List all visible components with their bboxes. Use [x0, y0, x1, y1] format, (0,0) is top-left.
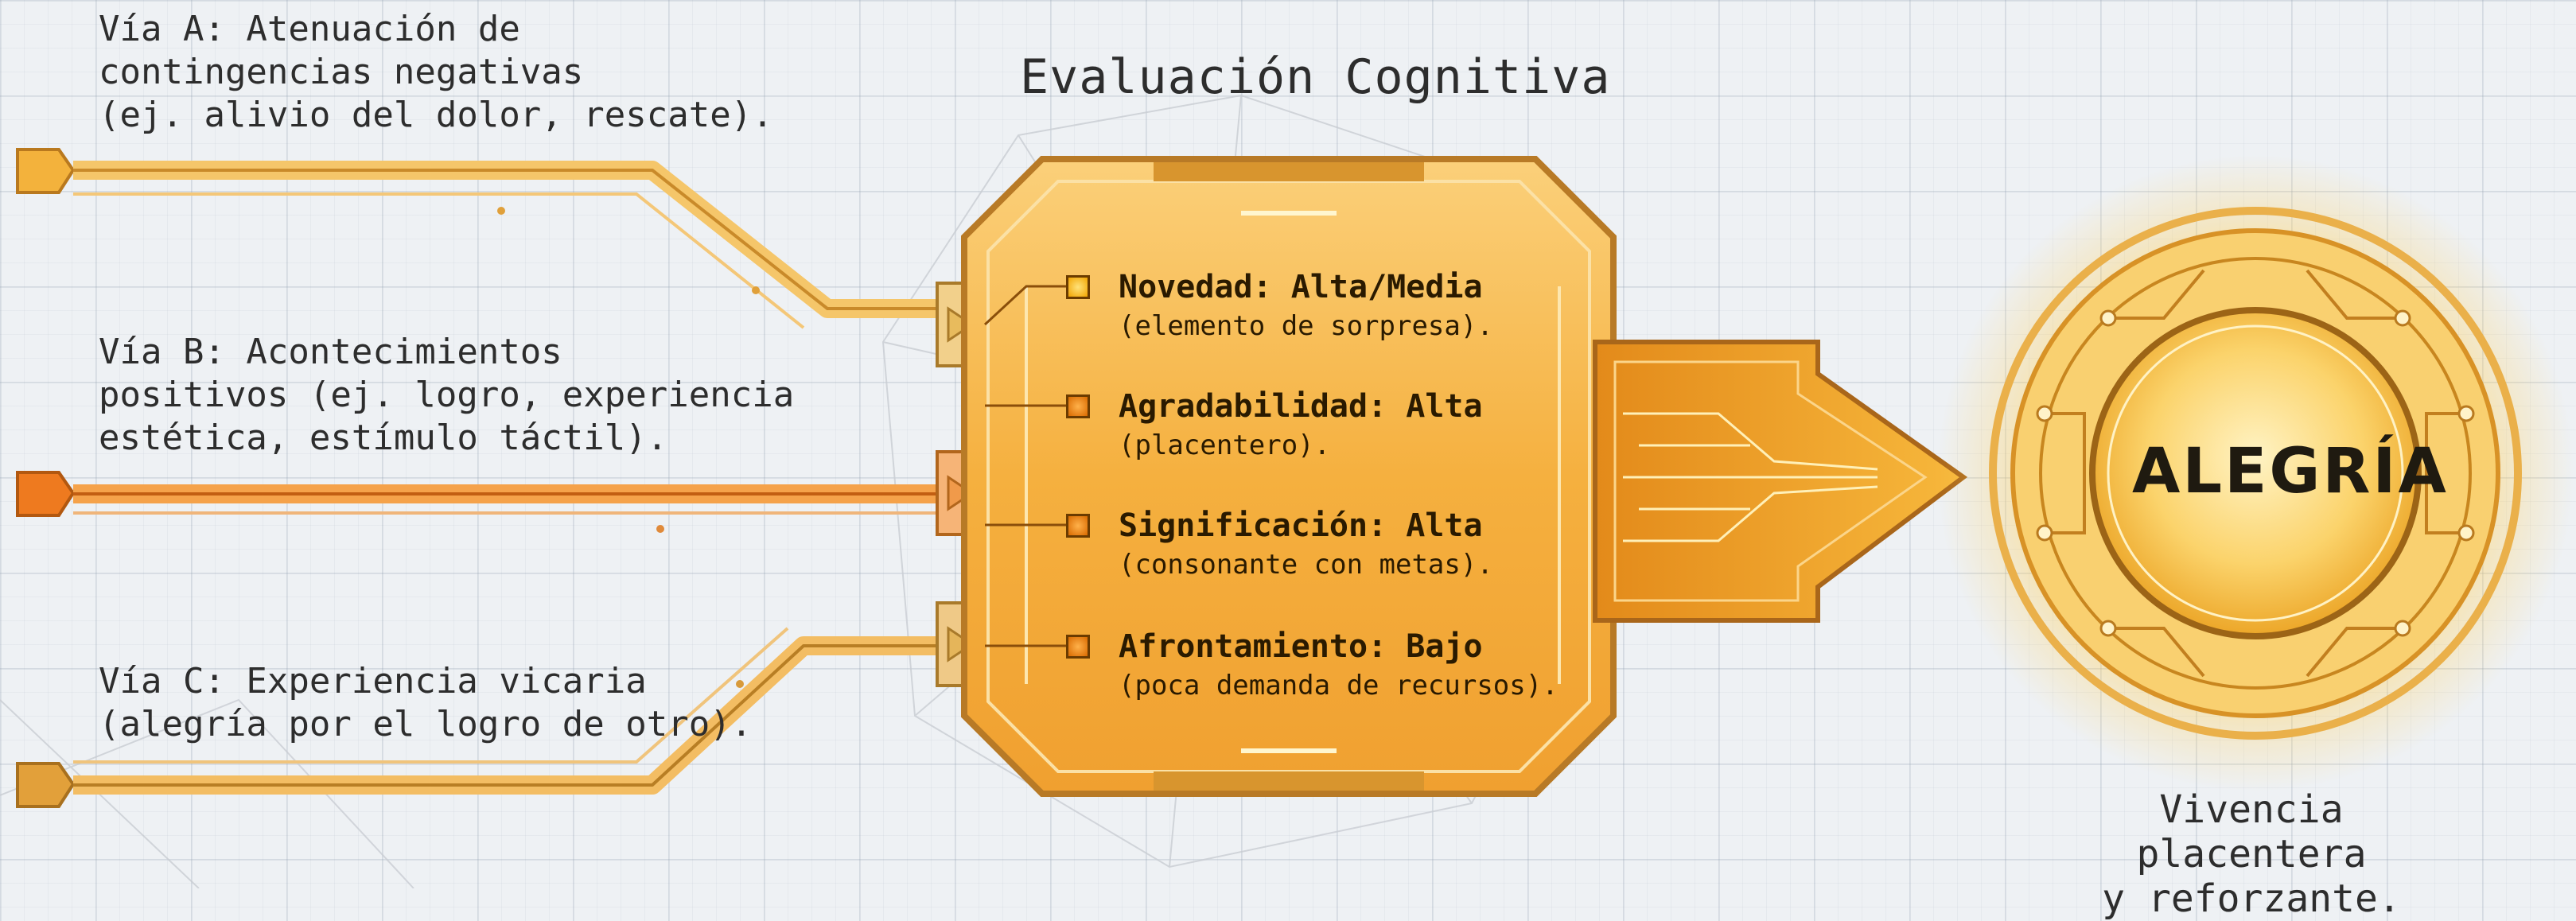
criterion-note: (consonante con metas).	[1119, 549, 1493, 581]
outcome-caption: Vivencia placentera y reforzante.	[2102, 787, 2401, 921]
square-bullet-icon	[1066, 394, 1090, 418]
criterion-name: Novedad: Alta/Media	[1119, 269, 1483, 305]
criterion-name: Afrontamiento: Bajo	[1119, 628, 1483, 665]
output-arrow	[1593, 340, 1968, 623]
criterion-name: Agradabilidad: Alta	[1119, 388, 1483, 425]
square-bullet-icon	[1066, 514, 1090, 538]
path-b-connector	[16, 471, 939, 533]
path-c-label: Vía C: Experiencia vicaria (alegría por …	[99, 661, 753, 744]
path-a-label: Vía A: Atenuación de contingencias negat…	[99, 9, 773, 135]
evaluation-panel	[961, 156, 1617, 797]
criterion-note: (placentero).	[1119, 429, 1331, 461]
criterion-note: (poca demanda de recursos).	[1119, 670, 1558, 701]
path-a-connector	[16, 148, 939, 329]
criterion-name: Significación: Alta	[1119, 507, 1483, 544]
criterion-note: (elemento de sorpresa).	[1119, 310, 1493, 342]
square-bullet-icon	[1066, 635, 1090, 659]
outcome-label: ALEGRÍA	[2132, 436, 2449, 507]
diagram-canvas	[0, 94, 2574, 888]
square-bullet-icon	[1066, 275, 1090, 299]
panel-title: Evaluación Cognitiva	[1020, 49, 1611, 105]
joy-emblem	[1937, 155, 2574, 791]
path-b-label: Vía B: Acontecimientos positivos (ej. lo…	[99, 332, 795, 458]
path-c-connector	[16, 627, 939, 808]
